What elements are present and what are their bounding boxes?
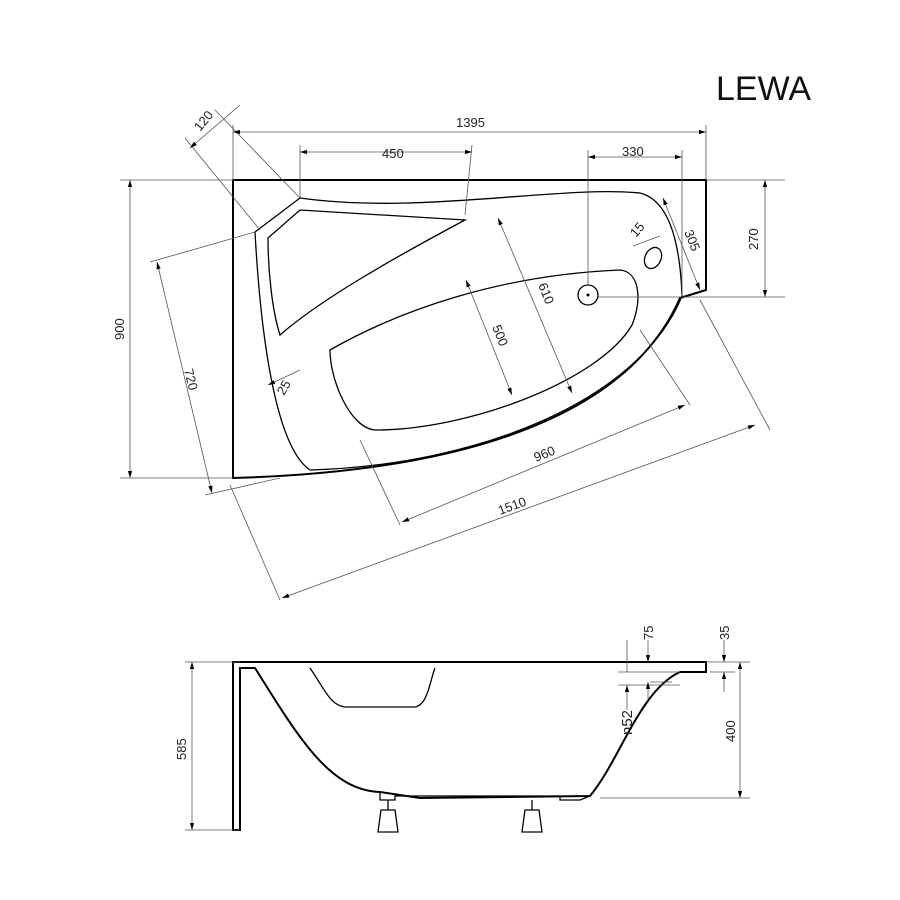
dim-overflow-diameter: n52 xyxy=(619,710,636,735)
headrest-profile xyxy=(309,667,436,708)
dim-total-height: 585 xyxy=(174,738,189,760)
dim-bottom-width: 500 xyxy=(489,323,511,349)
bath-bottom xyxy=(329,269,639,431)
dim-depth: 400 xyxy=(723,720,738,742)
dim-end-wall: 305 xyxy=(681,228,703,254)
dim-drain-depth: 270 xyxy=(746,228,761,250)
variant-title: LEWA xyxy=(716,70,811,108)
dim-overall-length: 1395 xyxy=(456,115,485,130)
dim-rim-thickness: 35 xyxy=(717,626,732,640)
dim-inner-width: 610 xyxy=(535,281,557,307)
dim-drain-offset: 330 xyxy=(622,144,644,159)
dim-overflow-offset: 75 xyxy=(641,626,656,640)
dim-rim-side: 25 xyxy=(274,377,294,397)
dim-bottom-length: 960 xyxy=(532,443,558,465)
leg-left xyxy=(377,800,399,833)
dim-corner-cut: 120 xyxy=(191,108,216,134)
dim-rim-width: 15 xyxy=(627,219,648,240)
dim-side-length: 720 xyxy=(181,367,201,392)
dim-overall-width: 900 xyxy=(112,318,127,340)
headrest-area xyxy=(267,209,468,337)
side-view: 75 35 n52 400 585 xyxy=(174,626,750,833)
tub-rim-inner xyxy=(254,190,683,471)
top-view: 1395 120 450 330 270 15 305 610 500 900 … xyxy=(112,104,785,601)
overflow-icon xyxy=(643,246,663,270)
dim-headrest-width: 450 xyxy=(382,146,404,161)
tub-side-profile xyxy=(232,661,707,831)
leg-right xyxy=(521,800,543,833)
